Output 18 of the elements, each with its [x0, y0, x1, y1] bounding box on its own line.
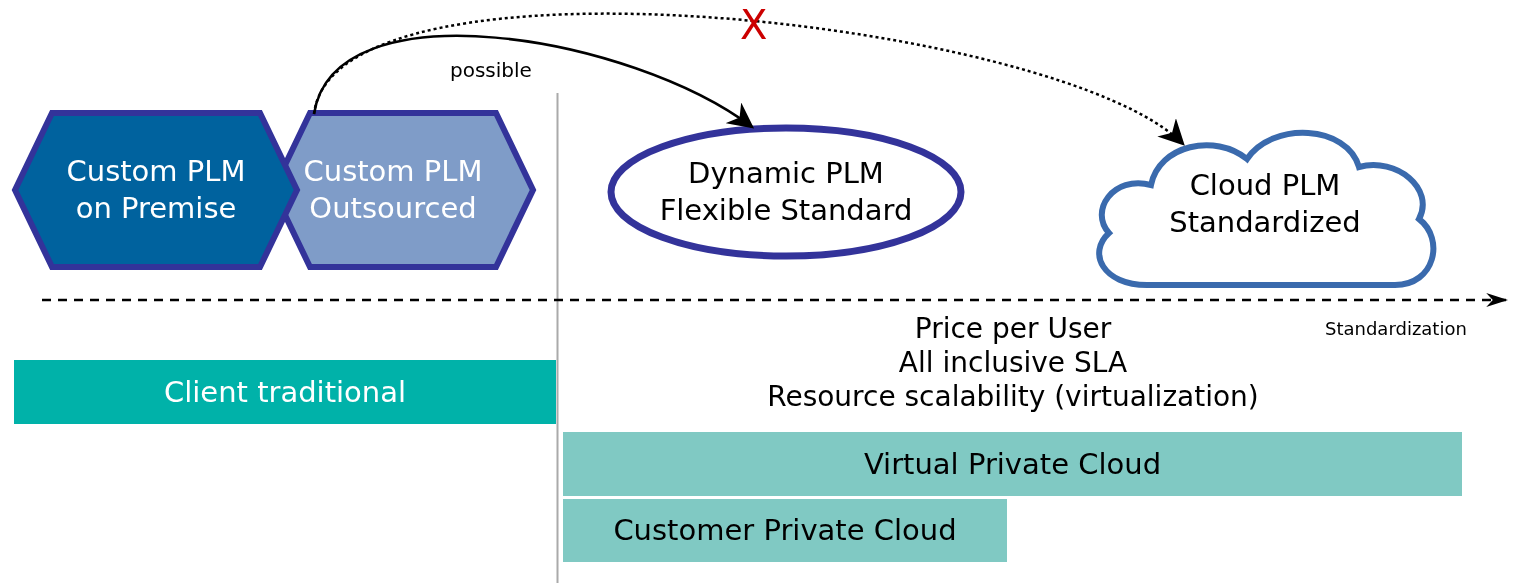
bar: [563, 432, 1462, 496]
feature-text: Price per User: [914, 312, 1112, 345]
node-label: Dynamic PLM Flexible Standard: [658, 155, 914, 229]
arrow: [312, 34, 755, 129]
edge-label: possible: [450, 58, 532, 82]
axis-label: Standardization: [1325, 318, 1467, 339]
feature-text: All inclusive SLA: [898, 346, 1128, 379]
node-label: Virtual Private Cloud: [863, 445, 1162, 483]
node-label: Cloud PLM Standardized: [1168, 167, 1362, 241]
arrow: [312, 12, 1186, 146]
node-label: Customer Private Cloud: [613, 512, 957, 549]
node-label: Custom PLM Outsourced: [302, 153, 484, 227]
bar: [14, 360, 556, 424]
bar: [563, 499, 1007, 562]
feature-text: Resource scalability (virtualization): [767, 380, 1259, 413]
node-label: Client traditional: [163, 373, 407, 411]
edge-label: X: [740, 2, 768, 48]
node-label: Custom PLM on Premise: [65, 153, 247, 227]
